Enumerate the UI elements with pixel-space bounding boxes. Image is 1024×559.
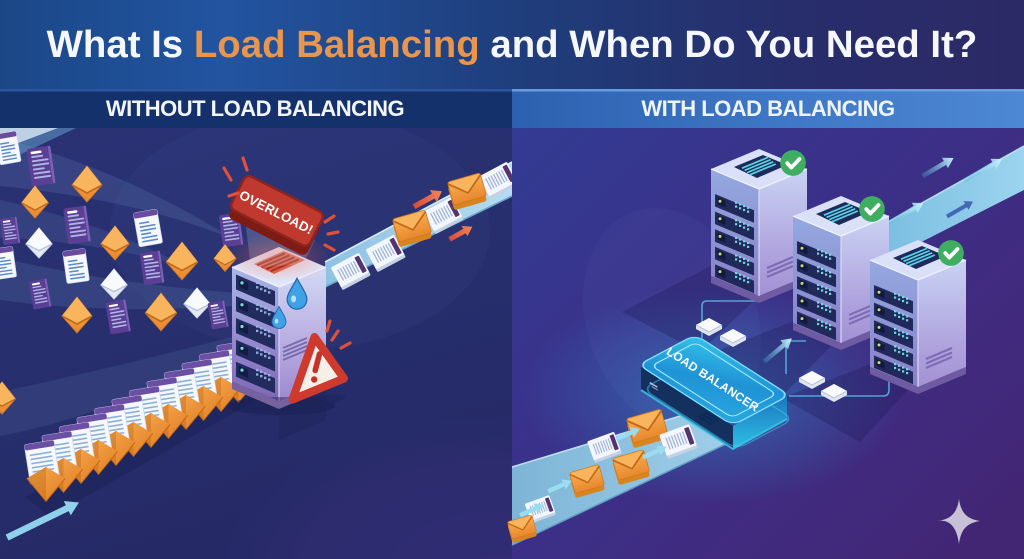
svg-text:What Is Load Balancing and Whe: What Is Load Balancing and When Do You N… [47,23,978,66]
svg-text:WITH LOAD BALANCING: WITH LOAD BALANCING [641,96,894,121]
svg-text:WITHOUT LOAD BALANCING: WITHOUT LOAD BALANCING [106,96,404,121]
